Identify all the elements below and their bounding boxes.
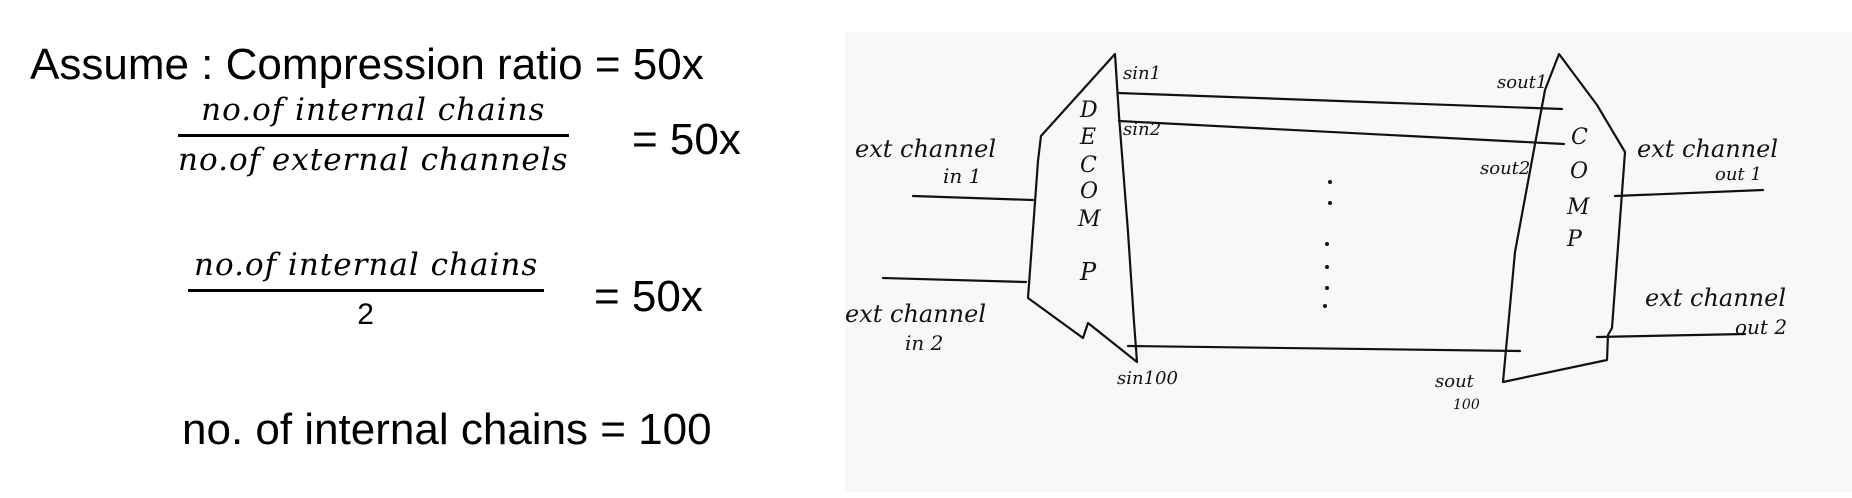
decompressor-letters: D E C O M P	[1077, 98, 1101, 286]
comp-letter: C	[1571, 125, 1588, 150]
assumption-line: Assume : Compression ratio = 50x	[30, 40, 704, 89]
decomp-letter: O	[1080, 179, 1098, 204]
output-wire-1	[1613, 188, 1765, 198]
scan-chain-100-line	[1126, 344, 1522, 353]
ext-out-1-label-line1: ext channel	[1637, 135, 1778, 163]
ext-in-2-label-line2: in 2	[905, 331, 943, 355]
output-wire-2	[1595, 332, 1747, 339]
sin100-label: sin100	[1117, 368, 1178, 389]
sout100-suffix: 100	[1453, 397, 1480, 413]
eq2-denominator: 2	[357, 298, 375, 331]
sout2-label: sout2	[1480, 158, 1530, 179]
eq1-numerator: no.of internal chains	[201, 92, 546, 128]
comp-letter: P	[1566, 227, 1583, 252]
ext-out-2-label-line1: ext channel	[1645, 284, 1786, 312]
decomp-letter: D	[1079, 98, 1098, 123]
chain-ellipsis-dots	[1323, 180, 1332, 308]
ext-in-1-label-line2: in 1	[943, 164, 981, 188]
sin1-label: sin1	[1123, 63, 1161, 84]
decompressor-block	[1026, 52, 1139, 364]
equation-1-fraction: no.of internal chains no.of external cha…	[178, 95, 569, 176]
decomp-letter: E	[1079, 125, 1096, 150]
comp-letter: O	[1570, 159, 1588, 184]
sout100-label: sout	[1435, 371, 1475, 392]
decomp-letter: P	[1079, 258, 1097, 286]
conclusion-line: no. of internal chains = 100	[182, 405, 712, 454]
eq1-result: = 50x	[632, 115, 741, 164]
ext-out-1-label-line2: out 1	[1715, 164, 1762, 185]
eq2-result: = 50x	[594, 272, 703, 321]
sout1-label: sout1	[1497, 72, 1547, 93]
eq1-denominator: no.of external channels	[178, 142, 569, 178]
compressor-letters: C O M P	[1566, 125, 1590, 252]
ext-in-1-label-line1: ext channel	[855, 135, 996, 163]
equation-2-fraction: no.of internal chains 2	[188, 247, 545, 331]
decomp-letter: C	[1080, 153, 1097, 178]
input-wire-1	[911, 194, 1035, 202]
decomp-letter: M	[1077, 207, 1101, 232]
eq1-fraction-bar	[178, 134, 569, 137]
input-wire-2	[881, 276, 1028, 284]
comp-letter: M	[1566, 195, 1590, 220]
eq2-numerator: no.of internal chains	[194, 247, 539, 283]
scan-chain-1-line	[1116, 91, 1564, 111]
compressor-block	[1501, 52, 1627, 384]
ext-in-2-label-line1: ext channel	[845, 300, 986, 328]
ext-out-2-label-line2: out 2	[1735, 315, 1787, 339]
compression-diagram: D E C O M P C O M P sin1 sin2 sin100 sou…	[845, 32, 1852, 492]
diagram-svg: D E C O M P C O M P sin1 sin2 sin100 sou…	[845, 52, 1787, 413]
eq2-fraction-bar	[188, 289, 545, 292]
sin2-label: sin2	[1123, 119, 1161, 140]
scan-chain-2-line	[1117, 119, 1566, 146]
